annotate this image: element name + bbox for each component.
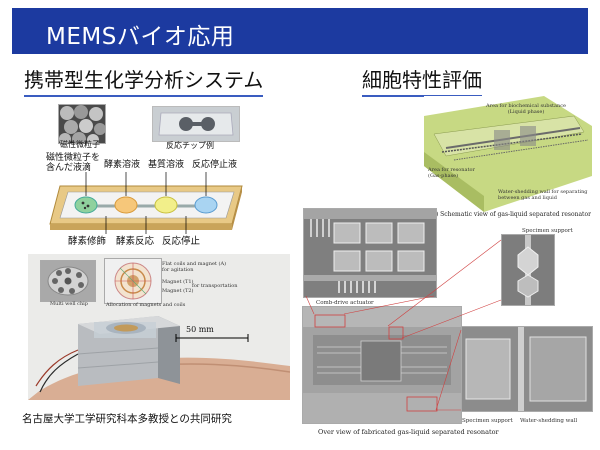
collaboration-credit: 名古屋大学工学研究科本多教授との共同研究	[22, 413, 232, 425]
transportation-label: for transportation	[192, 283, 238, 289]
step-modification-label: 酵素修飾	[68, 236, 107, 247]
water-wall-description: Water-shedding wall for separating betwe…	[498, 189, 588, 201]
multi-well-chip-image	[40, 260, 96, 302]
reaction-chip-label: 反応チップ例	[166, 141, 214, 150]
area-biochem-label: Area for biochemical substance (Liquid p…	[486, 103, 566, 115]
water-wall-label: Water-shedding wall	[520, 418, 578, 424]
section-heading-right: 細胞特性評価	[362, 64, 482, 97]
reaction-chip-schematic	[49, 172, 243, 234]
multi-well-chip-caption: Multi well chip	[50, 301, 88, 307]
section-heading-left: 携帯型生化学分析システム	[24, 64, 264, 97]
resonator-schematic	[424, 96, 592, 212]
magnet-t1-label: Magnet (T1)	[162, 279, 194, 285]
specimen-support-top-label: Specimen support	[522, 228, 573, 234]
scale-label: 50 mm	[186, 325, 214, 334]
specimen-support-bottom-label: Specimen support	[462, 418, 513, 424]
overview-sem-image	[302, 306, 462, 424]
specimen-support-top-image	[501, 234, 555, 306]
enzyme-solution-label: 酵素溶液	[104, 160, 141, 170]
stop-solution-label: 反応停止液	[192, 160, 238, 170]
allocation-caption: Allocation of magnets and coils	[106, 302, 186, 308]
title-bar: MEMSバイオ応用	[12, 8, 588, 54]
substrate-solution-label: 基質溶液	[148, 160, 185, 170]
reaction-chip-image	[152, 106, 240, 142]
step-stop-label: 反応停止	[162, 236, 201, 247]
magnetic-particles-label: 磁性微粒子	[60, 140, 100, 149]
step-reaction-label: 酵素反応	[116, 236, 155, 247]
slide-title: MEMSバイオ応用	[46, 24, 235, 50]
water-wall-sem-image	[461, 326, 593, 412]
magnet-allocation-image	[104, 258, 162, 304]
magnet-t2-label: Magnet (T2)	[162, 288, 194, 294]
schematic-caption: (a) Schematic view of gas-liquid separat…	[430, 211, 591, 218]
flat-coils-label: Flat coils and magnet (A) for agitation	[162, 261, 227, 273]
magnetic-particles-image	[58, 104, 106, 144]
liquid-with-particles-label: 磁性微粒子を 含んだ液滴	[46, 153, 101, 173]
overview-caption: Over view of fabricated gas-liquid separ…	[318, 428, 499, 436]
comb-drive-sem-image	[303, 208, 437, 298]
area-resonator-label: Area for resonator (Gas-phase)	[428, 167, 475, 179]
